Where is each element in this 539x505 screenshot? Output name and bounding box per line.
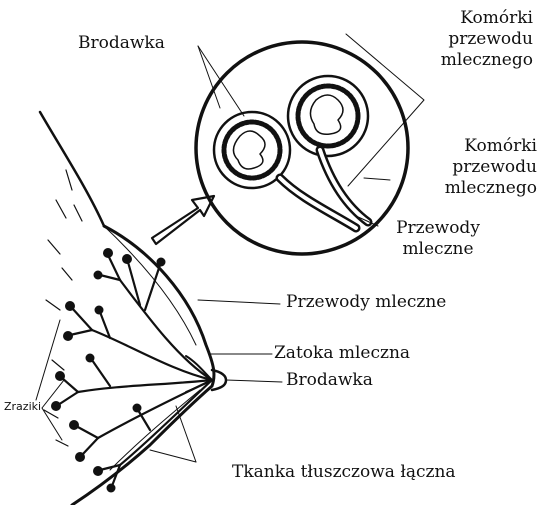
label-duct-cells-mid: Komórki przewodu mlecznego: [405, 136, 537, 199]
label-milk-ducts-inset-line1: Przewody: [378, 218, 498, 239]
rib-hatching: [44, 170, 82, 446]
label-fatty-tissue: Tkanka tłuszczowa łączna: [232, 462, 456, 483]
label-duct-cells-top-line2: przewodu: [405, 29, 533, 50]
leader-lines: [36, 46, 390, 462]
alveolus-lumen-left: [233, 131, 265, 169]
label-duct-cells-top: Komórki przewodu mlecznego: [405, 8, 533, 71]
alveolus-lumen-right: [310, 95, 343, 134]
label-lobules: Zraziki: [4, 400, 41, 414]
chest-wall-outline: [40, 112, 104, 226]
label-duct-cells-top-line1: Komórki: [405, 8, 533, 29]
label-duct-cells-mid-line3: mlecznego: [405, 178, 537, 199]
breast-inner-line: [104, 226, 196, 345]
label-milk-ducts-inset: Przewody mleczne: [378, 218, 498, 260]
label-duct-cells-mid-line2: przewodu: [405, 157, 537, 178]
label-milk-sinus: Zatoka mleczna: [274, 343, 410, 364]
label-duct-cells-top-line3: mlecznego: [405, 50, 533, 71]
label-nipple: Brodawka: [286, 370, 373, 391]
label-duct-cells-mid-line1: Komórki: [405, 136, 537, 157]
zoom-arrow: [152, 196, 214, 244]
alveolus-right: [288, 76, 368, 156]
label-milk-ducts: Przewody mleczne: [286, 292, 446, 313]
breast-lower-inner: [110, 390, 200, 470]
lobules: [51, 248, 166, 493]
label-milk-ducts-inset-line2: mleczne: [378, 239, 498, 260]
duct-tree: [58, 255, 212, 486]
label-nipple-inset: Brodawka: [78, 33, 165, 54]
